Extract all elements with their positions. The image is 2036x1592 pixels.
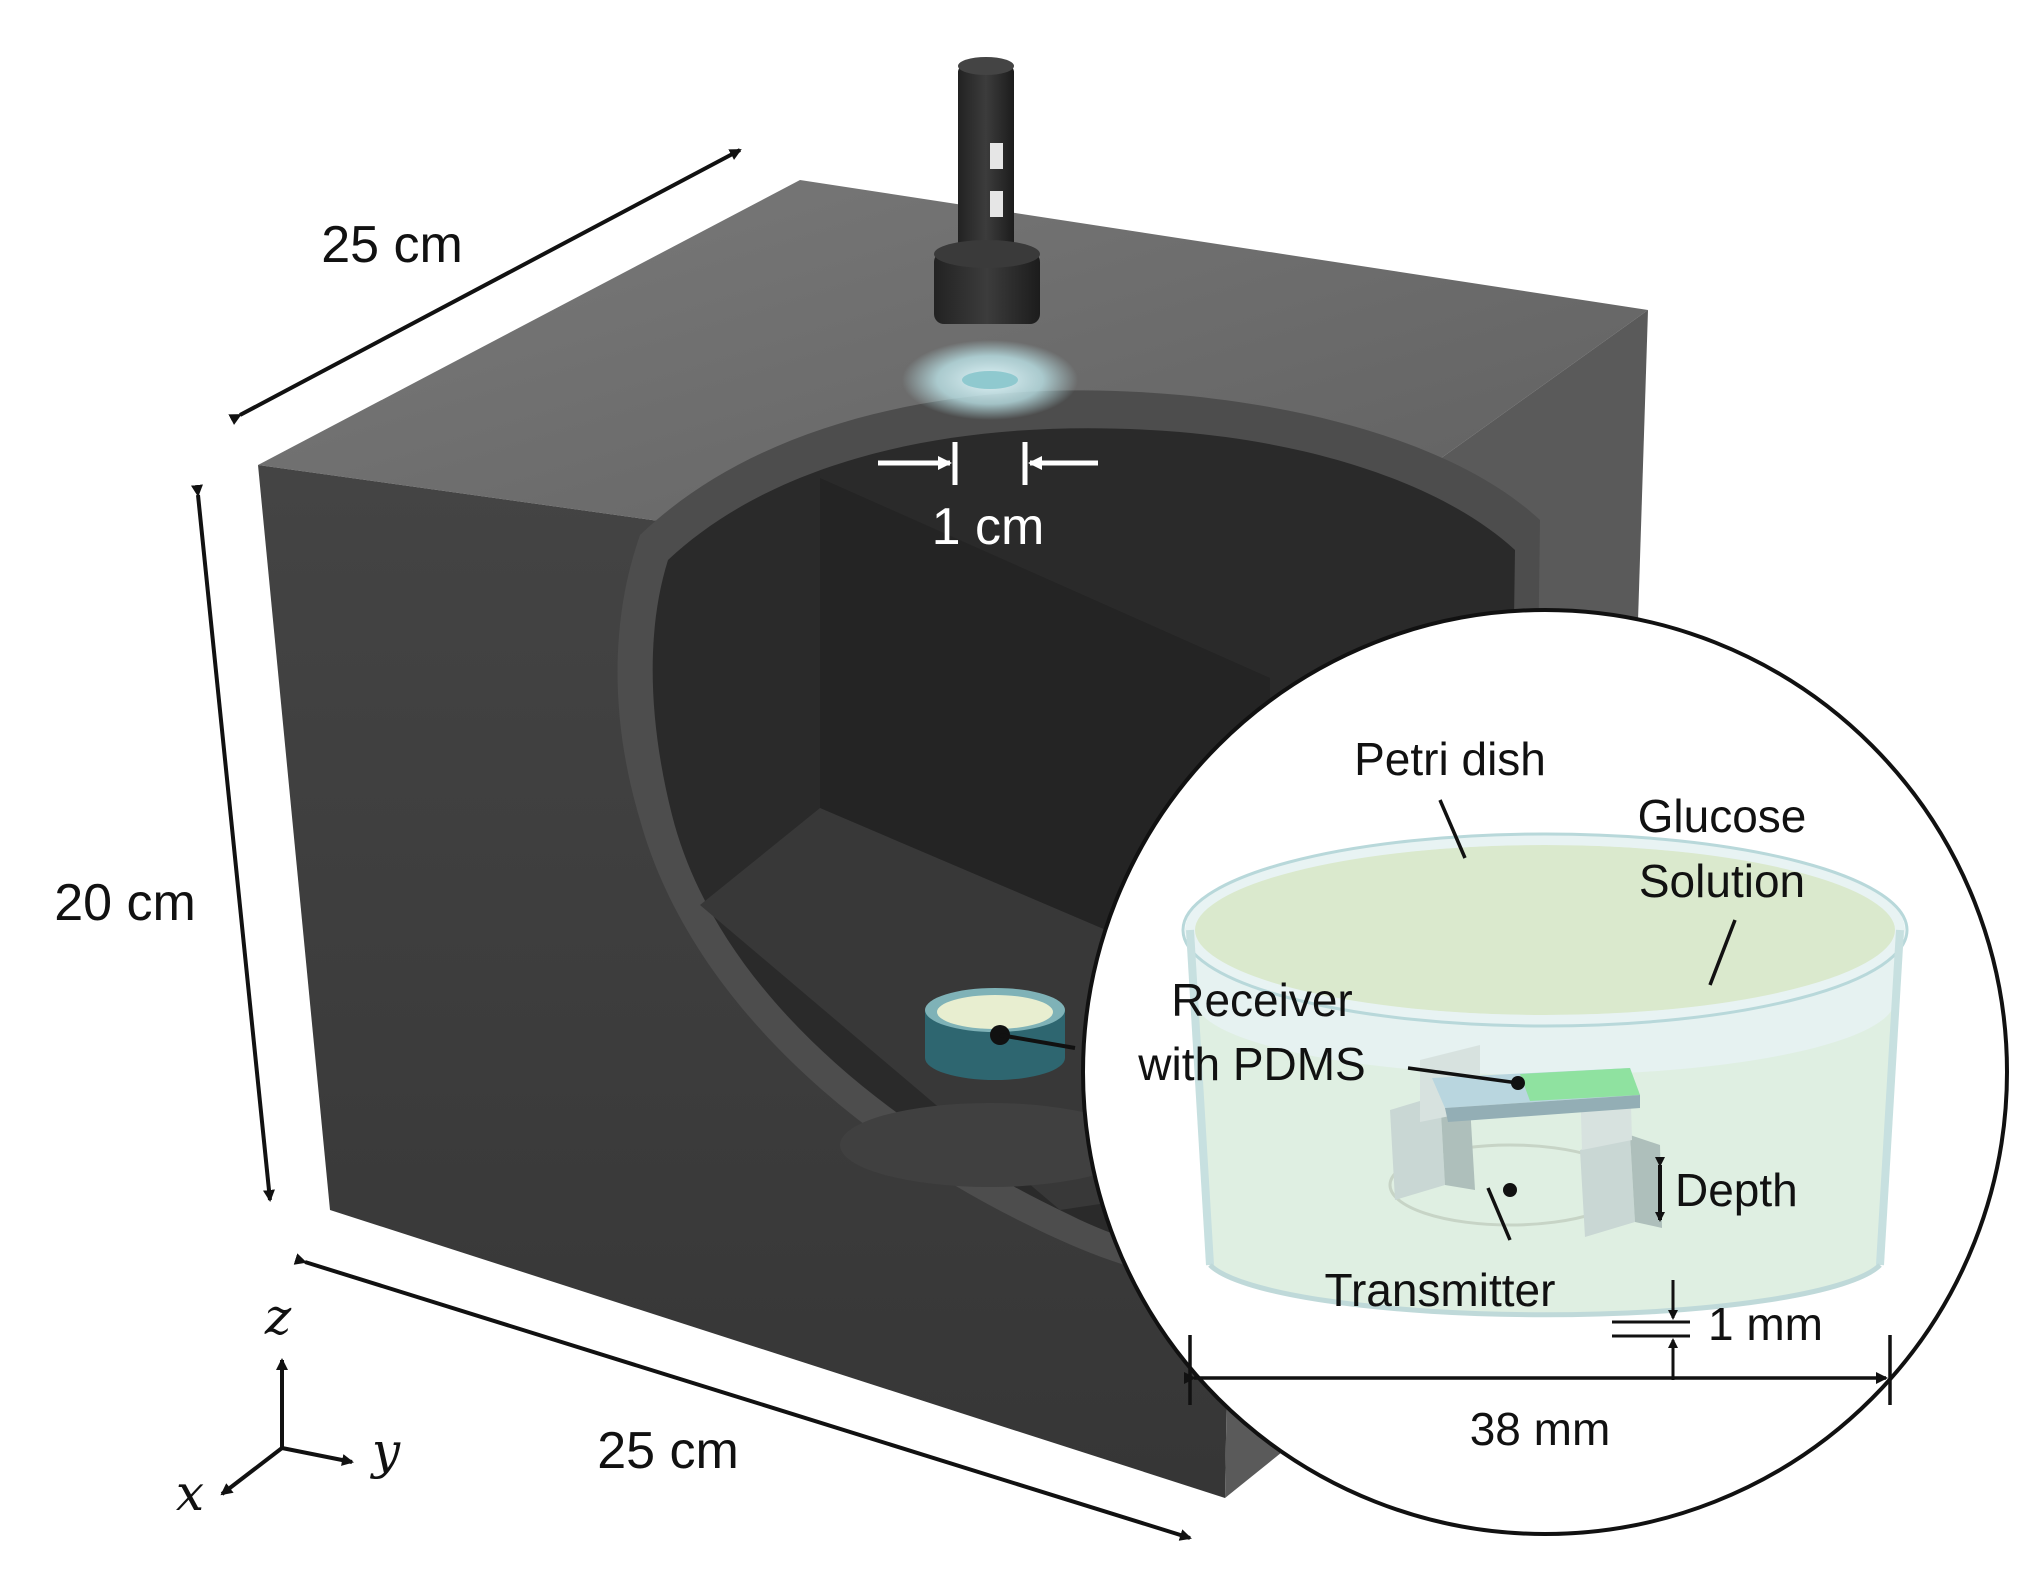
diameter-dimension: 38 mm	[1184, 1335, 1892, 1455]
coordinate-axes: z y x	[176, 1288, 401, 1522]
light-source-icon	[934, 57, 1040, 324]
cavity-floor-shade	[840, 1103, 1140, 1187]
diameter-label: 38 mm	[1470, 1403, 1611, 1455]
height-label: 20 cm	[54, 874, 196, 932]
receiver-label-line2: with PDMS	[1137, 1038, 1365, 1090]
bottom-width-label: 25 cm	[597, 1422, 739, 1480]
aperture-hole	[962, 371, 1018, 389]
magnified-inset: Petri dish Glucose Solution Receiver wit…	[1081, 608, 2009, 1536]
axis-y-label: y	[370, 1422, 401, 1480]
top-width-label: 25 cm	[321, 216, 463, 274]
glucose-label-line1: Glucose	[1638, 790, 1807, 842]
receiver-label-line1: Receiver	[1171, 974, 1353, 1026]
aperture-label: 1 cm	[932, 498, 1045, 556]
axis-z-label: z	[264, 1288, 292, 1346]
glucose-label-line2: Solution	[1639, 855, 1805, 907]
small-petri-dish	[925, 988, 1076, 1080]
axis-x-label: x	[176, 1464, 204, 1522]
gap-label: 1 mm	[1708, 1298, 1823, 1350]
dimension-top: 25 cm	[228, 148, 742, 425]
transmitter-label: Transmitter	[1325, 1264, 1556, 1316]
aperture-dimension: 1 cm	[878, 442, 1098, 556]
petri-dish-label: Petri dish	[1354, 733, 1546, 785]
depth-label: Depth	[1675, 1164, 1798, 1216]
receiver-pdms	[1432, 1068, 1640, 1122]
gap-dimension: 1 mm	[1612, 1280, 1823, 1380]
dimension-bottom: 25 cm	[293, 1253, 1192, 1541]
dimension-height: 20 cm	[54, 484, 275, 1202]
